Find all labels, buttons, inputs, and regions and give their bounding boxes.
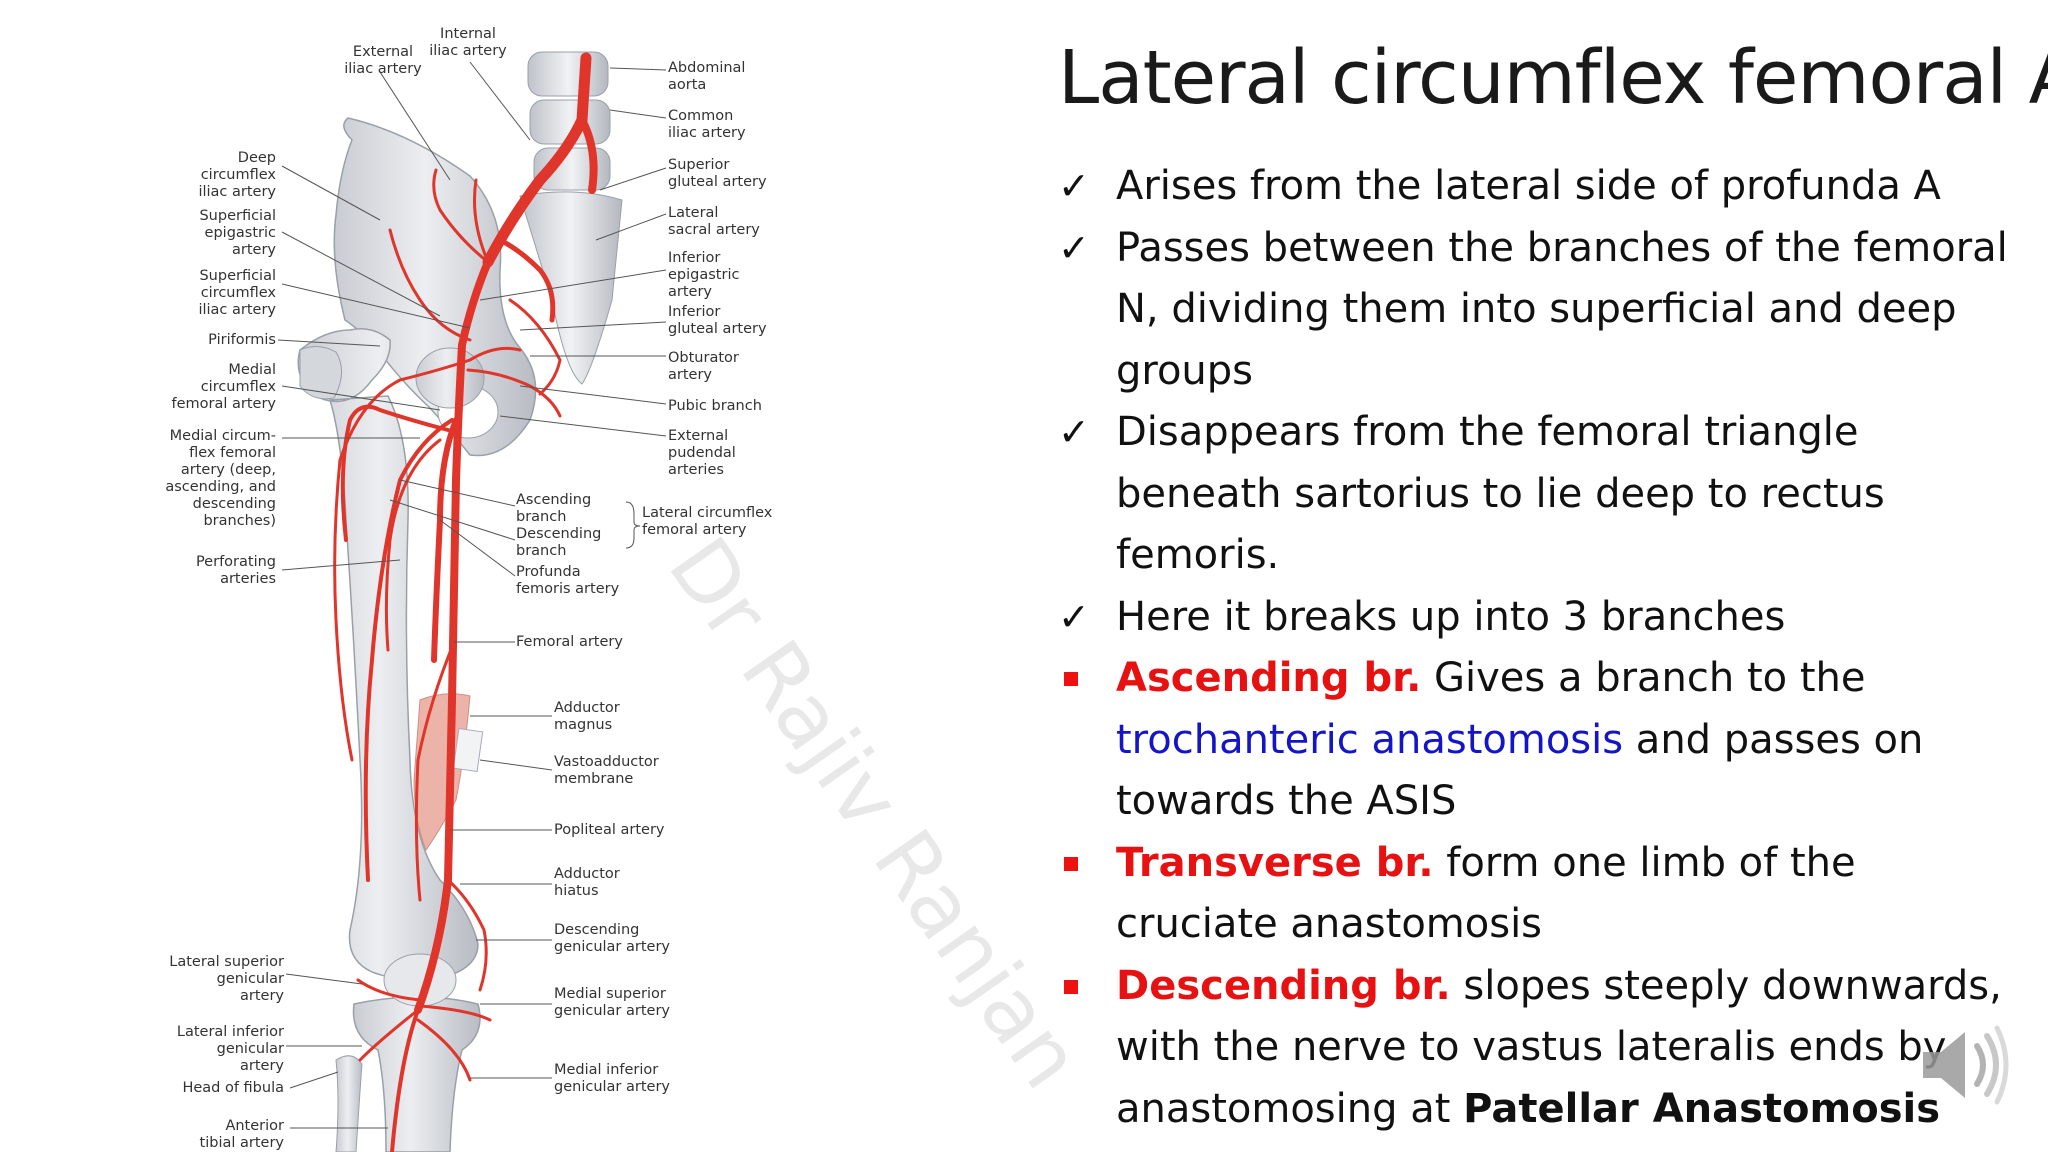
- bullet-item: Transverse br. form one limb of the cruc…: [1058, 833, 2018, 956]
- bullet-text: Here it breaks up into 3 branches: [1116, 593, 1786, 640]
- label-anterior-tibial-artery: Anterior tibial artery: [199, 1118, 284, 1151]
- label-ascending-branch: Ascending branch: [516, 492, 592, 525]
- bullet-text: Disappears from the femoral triangle ben…: [1116, 409, 1885, 578]
- branch-name-ascending: Ascending br.: [1116, 655, 1422, 701]
- label-descending-branch: Descending branch: [516, 526, 602, 559]
- label-piriformis: Piriformis: [208, 332, 276, 348]
- square-bullet-icon: [1064, 856, 1078, 871]
- bullet-item: ✓ Here it breaks up into 3 branches: [1058, 587, 2018, 649]
- label-vastoadductor-membrane: Vastoadductor membrane: [554, 754, 659, 787]
- adductor-magnus: [413, 693, 471, 852]
- branch-name-transverse: Transverse br.: [1116, 839, 1434, 886]
- label-popliteal-artery: Popliteal artery: [554, 822, 665, 838]
- bullet-item: Descending br. slopes steeply downwards,…: [1058, 956, 2018, 1141]
- label-lateral-sacral-artery: Lateral sacral artery: [668, 205, 760, 238]
- leg-arteries-illustration: [277, 51, 667, 1152]
- arteries: [333, 52, 598, 1152]
- label-pubic-branch: Pubic branch: [668, 398, 762, 414]
- label-external-pudendal-arteries: External pudendal arteries: [668, 428, 736, 478]
- label-adductor-magnus: Adductor magnus: [554, 700, 620, 733]
- label-external-iliac-artery: External iliac artery: [344, 44, 422, 77]
- label-perforating-arteries: Perforating arteries: [195, 554, 276, 587]
- label-abdominal-aorta: Abdominal aorta: [668, 60, 746, 93]
- label-adductor-hiatus: Adductor hiatus: [554, 866, 620, 899]
- label-common-iliac-artery: Common iliac artery: [668, 108, 746, 141]
- square-bullet-icon: [1064, 672, 1078, 686]
- checkmark-icon: ✓: [1058, 164, 1090, 208]
- bullet-text: form one limb of the cruciate anastomosi…: [1116, 839, 1856, 948]
- label-superficial-circumflex-iliac-artery: Superficial circumflex iliac artery: [198, 268, 276, 318]
- label-medial-inferior-genicular-artery: Medial inferior genicular artery: [554, 1062, 670, 1095]
- label-internal-iliac-artery: Internal iliac artery: [429, 26, 507, 59]
- bullet-text: Gives a branch to the: [1421, 655, 1866, 701]
- label-superior-gluteal-artery: Superior gluteal artery: [668, 157, 767, 190]
- trochanteric-anastomosis-link[interactable]: trochanteric anastomosis: [1116, 716, 1624, 763]
- label-lateral-inferior-genicular-artery: Lateral inferior genicular artery: [176, 1024, 284, 1074]
- label-head-of-fibula: Head of fibula: [182, 1080, 284, 1096]
- label-deep-circumflex-iliac-artery: Deep circumflex iliac artery: [198, 150, 276, 200]
- checkmark-icon: ✓: [1058, 225, 1090, 270]
- checkmark-icon: ✓: [1058, 410, 1090, 454]
- bullet-text: Passes between the branches of the femor…: [1116, 224, 2008, 394]
- label-femoral-artery: Femoral artery: [516, 634, 623, 650]
- label-medial-superior-genicular-artery: Medial superior genicular artery: [554, 986, 670, 1019]
- label-superficial-epigastric-artery: Superficial epigastric artery: [199, 208, 276, 258]
- slide-title: Lateral circumflex femoral A: [1058, 35, 2048, 121]
- bullet-item: Ascending br. Gives a branch to the troc…: [1058, 648, 2018, 833]
- anatomy-figure: Internal iliac artery External iliac art…: [0, 0, 1000, 1152]
- bullet-text: slopes steeply downwards, with the nerve…: [1116, 962, 2002, 1132]
- label-medial-circumflex-femoral-artery: Medial circumflex femoral artery: [171, 362, 276, 412]
- bullet-text: Arises from the lateral side of profunda…: [1116, 163, 1941, 209]
- label-inferior-epigastric-artery: Inferior epigastric artery: [668, 250, 740, 300]
- branch-name-descending: Descending br.: [1116, 962, 1451, 1009]
- leader-lines: [277, 61, 667, 1129]
- femoral-head: [415, 347, 485, 409]
- label-descending-genicular-artery: Descending genicular artery: [554, 922, 670, 955]
- patellar-anastomosis-text: Patellar Anastomosis: [1463, 1085, 1941, 1132]
- spine-sacrum: [519, 51, 623, 385]
- checkmark-icon: ✓: [1058, 594, 1090, 639]
- label-profunda-femoris-artery: Profunda femoris artery: [516, 564, 620, 597]
- bullet-item: ✓ Arises from the lateral side of profun…: [1058, 156, 2018, 218]
- label-inferior-gluteal-artery: Inferior gluteal artery: [668, 304, 767, 337]
- label-lateral-circumflex-femoral-artery: Lateral circumflex femoral artery: [642, 505, 773, 538]
- fibula: [335, 1055, 363, 1152]
- speaker-icon[interactable]: [1905, 1010, 2015, 1120]
- square-bullet-icon: [1064, 979, 1078, 994]
- label-obturator-artery: Obturator artery: [668, 350, 739, 383]
- bullet-text: and passes on towards the ASIS: [1116, 716, 1924, 825]
- bullet-list: ✓ Arises from the lateral side of profun…: [1058, 156, 2018, 1140]
- bullet-item: ✓ Passes between the branches of the fem…: [1058, 218, 2018, 403]
- label-lateral-superior-genicular-artery: Lateral superior genicular artery: [169, 954, 284, 1004]
- bullet-item: ✓ Disappears from the femoral triangle b…: [1058, 402, 2018, 587]
- label-medial-circumflex-branches: Medial circum- flex femoral artery (deep…: [165, 428, 276, 529]
